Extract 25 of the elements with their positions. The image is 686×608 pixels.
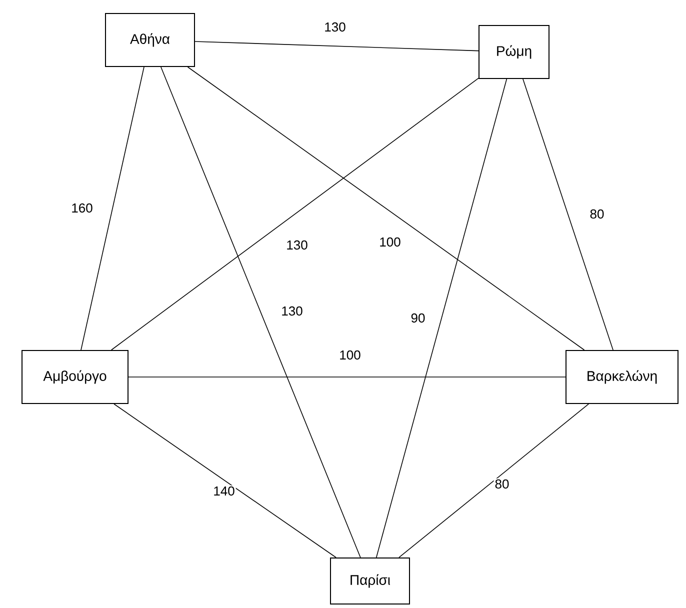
connector-line	[80, 66, 144, 350]
connector-line	[376, 78, 508, 558]
connector-line	[187, 66, 585, 350]
edge-label: 100	[338, 349, 362, 361]
edge-label: 130	[323, 21, 347, 33]
edge-label: 130	[280, 305, 304, 317]
city-box: Βαρκελώνη	[566, 350, 678, 404]
city-box: Αμβούργο	[22, 350, 128, 404]
connector-line	[398, 404, 590, 558]
connector-line	[114, 404, 336, 558]
city-box: Παρίσι	[330, 558, 410, 604]
connector-line	[160, 66, 361, 558]
connector-line	[128, 376, 566, 378]
edge-label: 100	[378, 236, 402, 248]
connector-line	[110, 78, 479, 350]
edge-label: 140	[212, 485, 236, 497]
edge-label: 90	[410, 312, 426, 324]
city-box: Ρώμη	[478, 25, 550, 79]
city-box: Αθήνα	[105, 13, 195, 67]
edge-label: 130	[285, 239, 309, 251]
connector-line	[194, 41, 479, 52]
edge-label: 160	[70, 202, 94, 214]
edge-label: 80	[494, 478, 510, 490]
connector-line	[522, 78, 614, 350]
edge-label: 80	[588, 208, 606, 220]
